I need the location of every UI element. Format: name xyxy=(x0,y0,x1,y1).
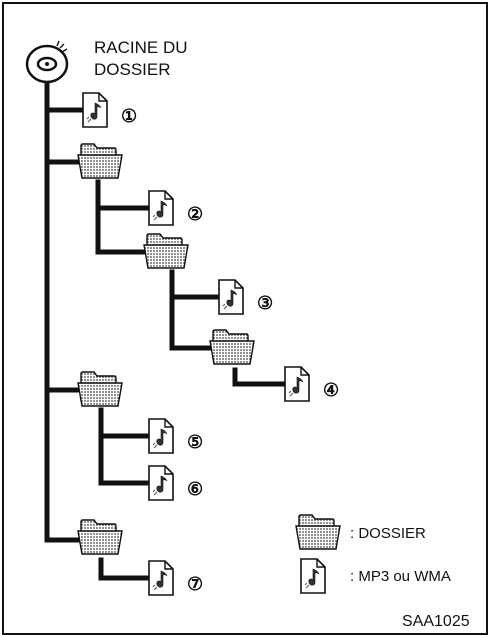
music-file-icon[interactable] xyxy=(218,279,244,315)
music-file-icon[interactable] xyxy=(148,560,174,596)
folder-icon[interactable] xyxy=(77,519,123,555)
file-number-1: ① xyxy=(121,106,137,126)
legend-file-label: : MP3 ou WMA xyxy=(350,568,451,585)
file-number-6: ⑥ xyxy=(187,479,203,499)
music-file-icon[interactable] xyxy=(148,465,174,501)
disc-icon xyxy=(25,40,69,84)
folder-icon[interactable] xyxy=(77,371,123,407)
file-number-2: ② xyxy=(187,204,203,224)
root-label-line2: DOSSIER xyxy=(94,60,171,79)
root-label-line1: RACINE DU xyxy=(94,38,188,57)
legend-folder-icon xyxy=(295,514,341,550)
music-file-icon[interactable] xyxy=(148,418,174,454)
music-file-icon[interactable] xyxy=(148,190,174,226)
folder-icon[interactable] xyxy=(77,143,123,179)
folder-icon[interactable] xyxy=(143,233,189,269)
tree-connectors xyxy=(44,81,287,581)
file-number-3: ③ xyxy=(257,293,273,313)
file-number-5: ⑤ xyxy=(187,432,203,452)
legend-file-icon xyxy=(300,558,326,594)
music-file-icon[interactable] xyxy=(284,366,310,402)
legend-folder-label: : DOSSIER xyxy=(350,525,426,542)
figure-code: SAA1025 xyxy=(402,613,470,630)
music-file-icon[interactable] xyxy=(82,92,108,128)
file-number-7: ⑦ xyxy=(187,574,203,594)
legend: : DOSSIER : MP3 ou WMA xyxy=(295,514,451,594)
file-number-4: ④ xyxy=(323,380,339,400)
folder-icon[interactable] xyxy=(209,329,255,365)
